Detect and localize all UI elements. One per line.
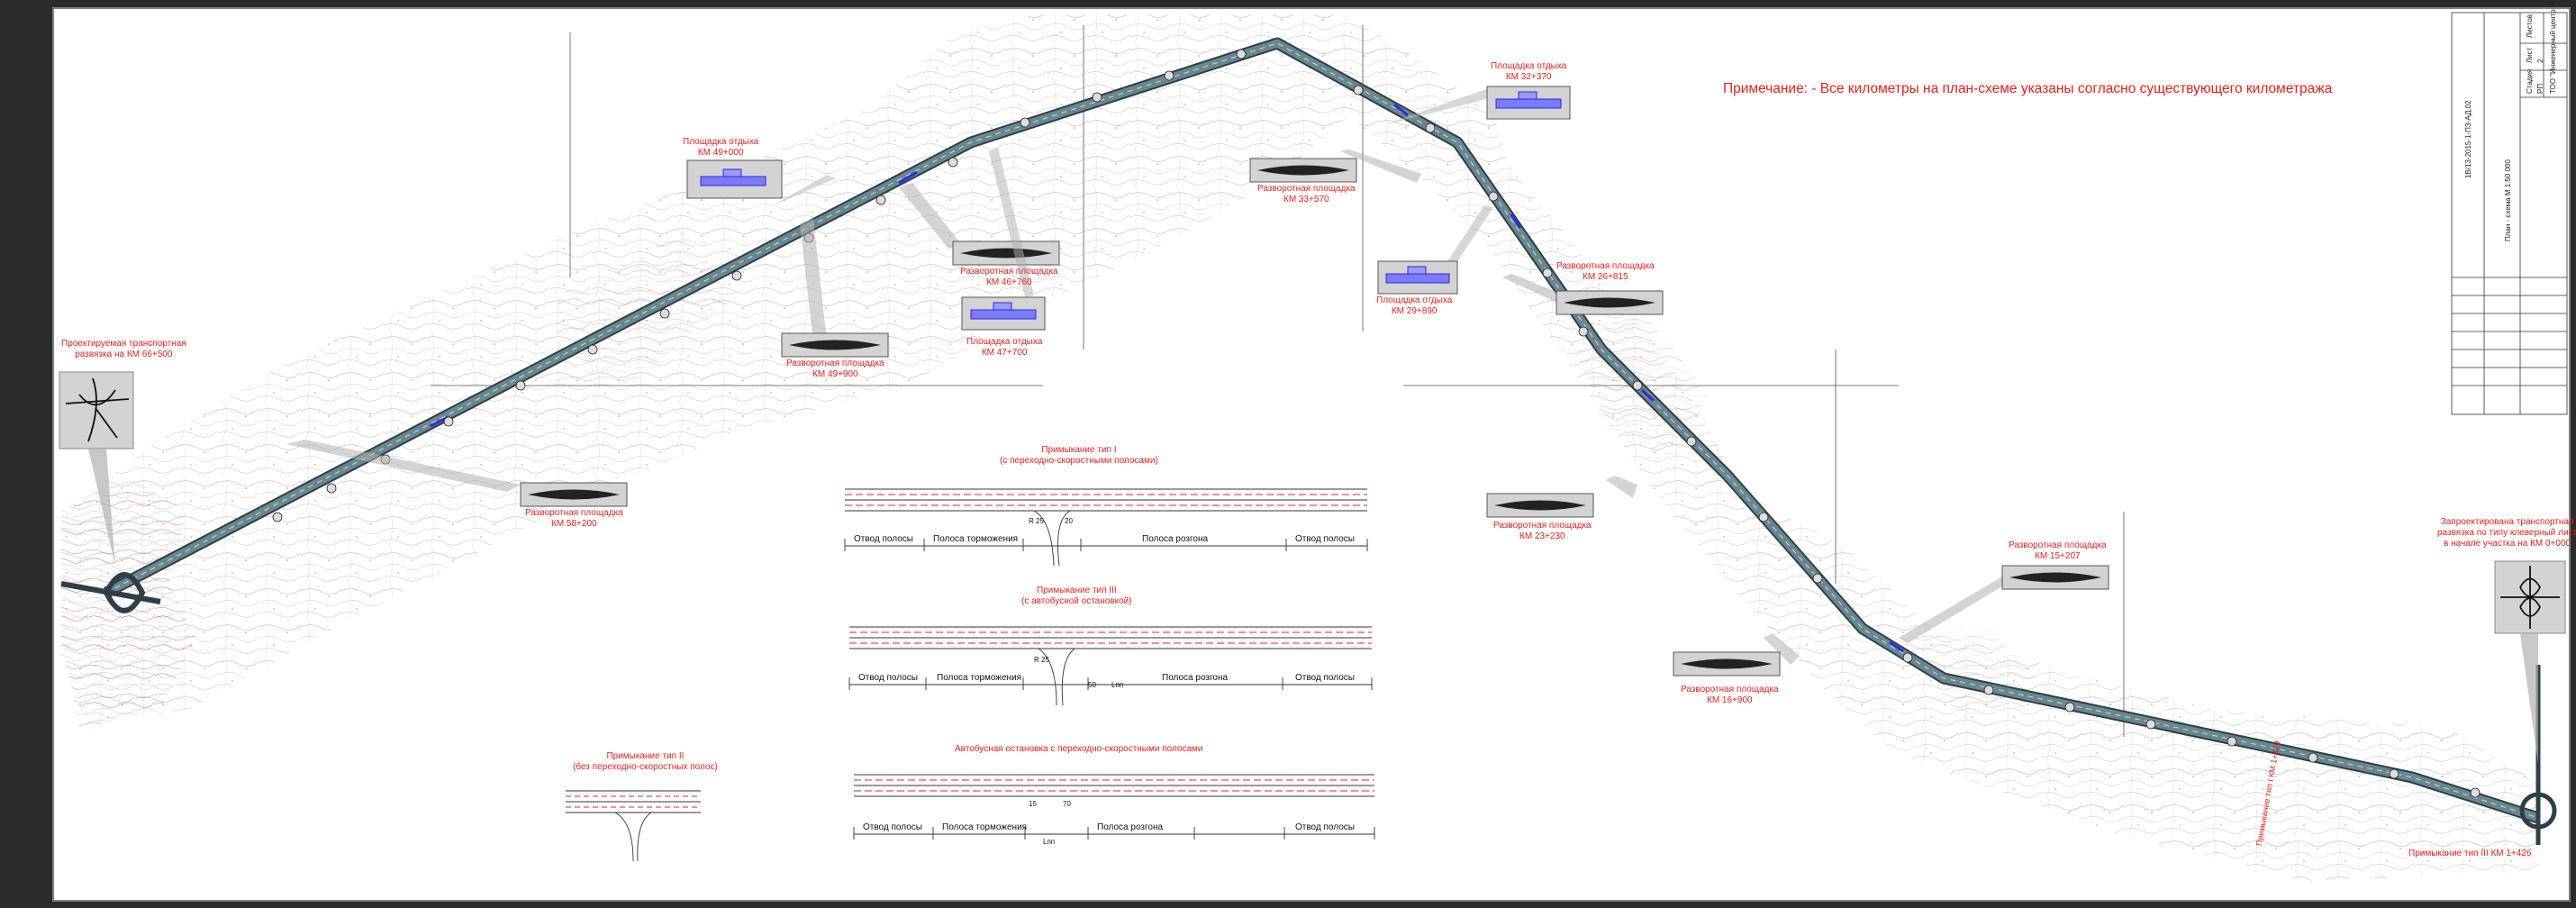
turnaround-insets — [286, 150, 2109, 676]
title-block-stage-value: РП — [2536, 83, 2544, 94]
highway-centerline — [105, 42, 2539, 819]
drawing-sheet: Примечание: - Все километры на план-схем… — [52, 0, 2576, 902]
label-rotated-2: Примыкание тип III КМ 1+426 — [2408, 849, 2532, 858]
terrain-red-area — [61, 476, 196, 728]
title-block-sheet: Лист — [2526, 47, 2534, 63]
sheet-border — [52, 7, 2571, 902]
dim-15-bus: 15 — [1029, 800, 1037, 808]
title-block-sheet-title: План - схема М 1:50 000 — [2504, 159, 2512, 241]
title-block-sheets: Листов — [2526, 14, 2534, 38]
title-block-code: 1В/13-2015-1-ПЗ-АД.02 — [2464, 100, 2472, 178]
detail-title-type3: Примыкание тип III(с автобусной остановк… — [1021, 586, 1132, 606]
junction-detail-type3 — [848, 626, 1373, 706]
grid-lines — [431, 25, 2125, 737]
title-block — [2451, 12, 2568, 415]
dim-lpr-bus: Lпп — [1043, 838, 1056, 846]
dim-50-3: 50 — [1088, 681, 1096, 689]
title-block-org: ТОО "Инженерный центр АСТАНА" — [2549, 0, 2557, 94]
dim-otvod-3: Отвод полосы — [858, 673, 918, 683]
junction-detail-bus — [853, 774, 1375, 840]
dim-otvod-1: Отвод полосы — [854, 534, 913, 544]
dim-r25-3: R 25 — [1034, 656, 1049, 664]
dim-torm-1: Полоса торможения — [933, 534, 1019, 544]
dim-razgon-bus: Полоса розгона — [1097, 822, 1164, 832]
detail-title-type2: Примыкание тип II(без переходно-скоростн… — [573, 751, 718, 772]
plan-scheme-drawing — [52, 7, 2571, 902]
junction-detail-type1 — [844, 488, 1368, 567]
callout-wedge — [88, 449, 115, 566]
dim-torm-bus: Полоса торможения — [942, 822, 1028, 832]
detail-title-bus: Автобусная остановка с переходно-скорост… — [955, 744, 1203, 754]
interchange-inset-right-drawing — [2500, 566, 2560, 629]
highway-blue-marks — [430, 103, 1904, 653]
interchange-inset-left-drawing — [65, 377, 130, 442]
dim-20-1: 20 — [1065, 517, 1073, 525]
dim-razgon-1: Полоса розгона — [1142, 534, 1209, 544]
callout-wedge-right — [2520, 633, 2538, 764]
title-block-sheet-value: 2 — [2536, 59, 2544, 63]
dim-otvod-1b: Отвод полосы — [1295, 534, 1355, 544]
drawing-note: Примечание: - Все километры на план-схем… — [1723, 81, 2333, 96]
dim-otvod-bus: Отвод полосы — [863, 822, 922, 832]
terrain-corridor — [61, 14, 2538, 881]
title-block-stage: Стадия — [2526, 68, 2534, 94]
dim-torm-3: Полоса торможения — [937, 673, 1022, 683]
dim-razgon-3: Полоса розгона — [1162, 673, 1229, 683]
left-interchange — [60, 572, 161, 613]
rest-area-insets — [686, 86, 1571, 331]
dim-r25-1: R 25 — [1029, 517, 1044, 525]
dim-lpr-3: Lпп — [1111, 681, 1124, 689]
junction-detail-type2 — [566, 790, 701, 862]
dim-otvod-bus-b: Отвод полосы — [1295, 822, 1355, 832]
dim-70-bus: 70 — [1063, 800, 1071, 808]
dim-otvod-3b: Отвод полосы — [1295, 673, 1355, 683]
detail-title-type1: Примыкание тип I(с переходно-скоростными… — [1000, 445, 1158, 466]
